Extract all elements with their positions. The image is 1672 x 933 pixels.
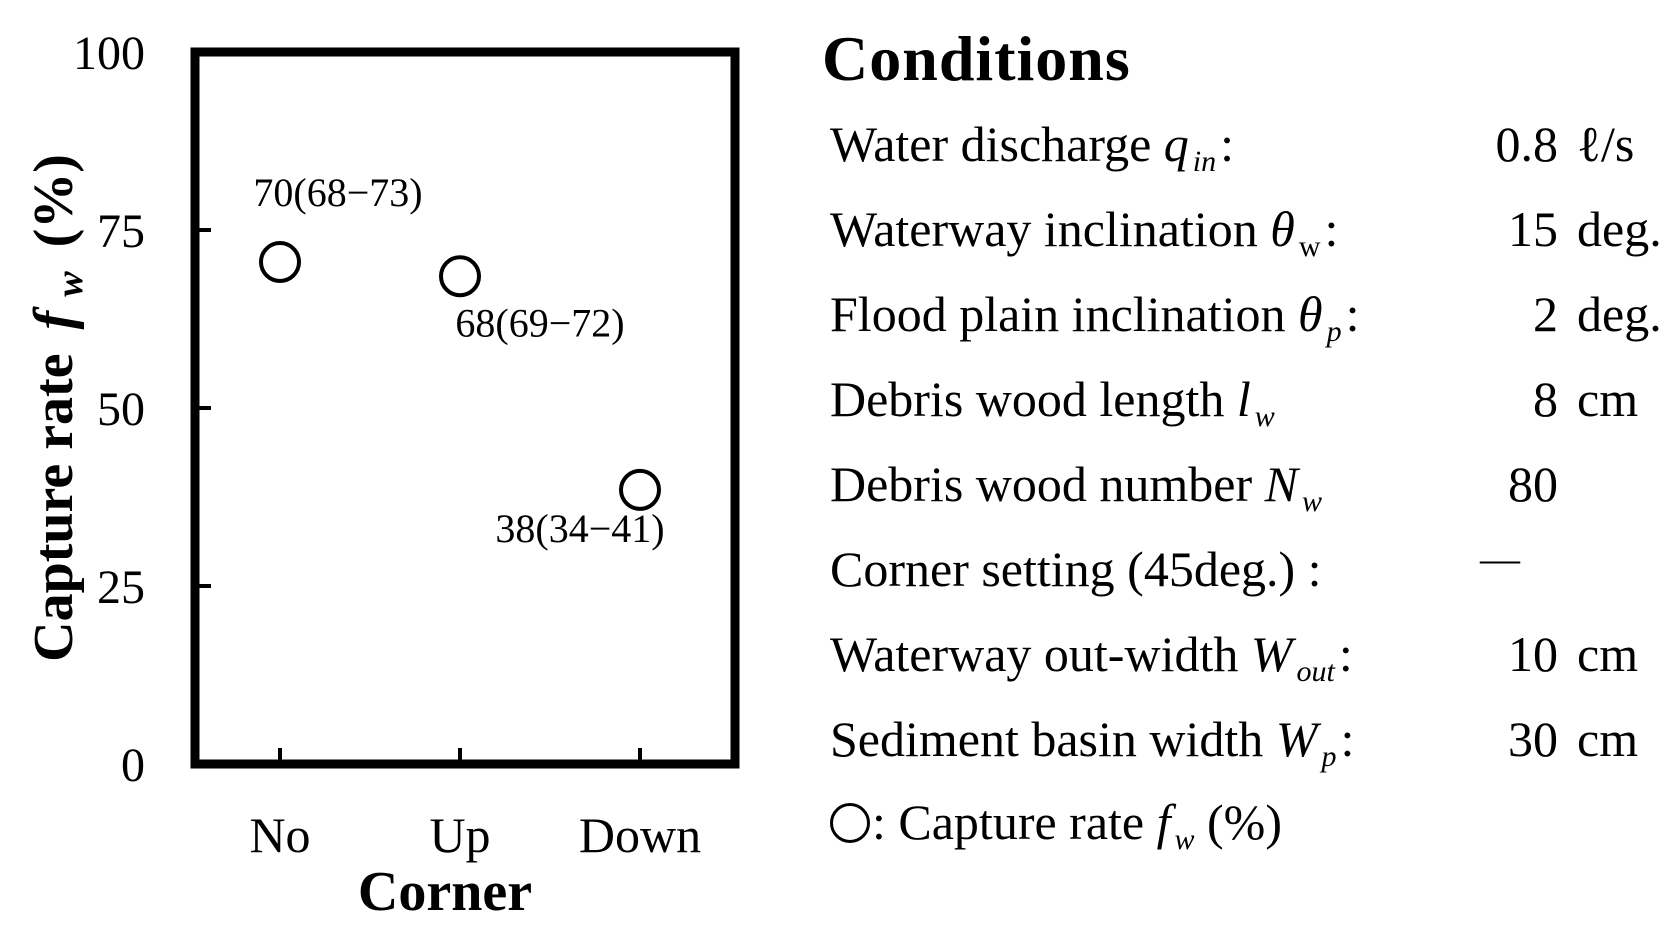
legend-text: : Capture rate	[872, 794, 1157, 850]
y-axis: 0 25 50 75 100	[73, 27, 211, 792]
y-tick-label: 100	[73, 27, 145, 80]
condition-unit: cm	[1577, 626, 1639, 682]
condition-label-text: Sediment basin width	[830, 711, 1276, 767]
condition-symbol: θ	[1298, 286, 1323, 342]
data-label-up: 68(69−72)	[455, 300, 624, 345]
y-axis-title-unit: (%)	[23, 154, 85, 247]
condition-label-text: Debris wood length	[830, 371, 1237, 427]
condition-unit: deg.	[1577, 201, 1662, 257]
condition-symbol: q	[1163, 116, 1189, 172]
x-axis: No Up Down	[249, 748, 701, 863]
data-point-down	[619, 468, 661, 511]
condition-subscript: w	[1254, 400, 1275, 433]
legend-symbol: f	[1156, 794, 1171, 850]
condition-colon: :	[1338, 626, 1353, 682]
capture-rate-chart: 0 25 50 75 100 No Up Down 70(68−73) 68(69−72) 38…	[23, 27, 740, 923]
plot-frame	[190, 47, 740, 769]
condition-symbol: W	[1250, 626, 1293, 682]
condition-label-text: Flood plain inclination	[830, 286, 1299, 342]
condition-value: 10	[1508, 626, 1558, 682]
condition-unit: cm	[1577, 371, 1639, 427]
legend-circle-marker	[830, 803, 870, 843]
y-axis-title: Capture rate f w (%)	[23, 154, 95, 662]
condition-colon: :	[1340, 711, 1355, 767]
condition-label: Corner setting (45deg.) :	[830, 533, 1322, 605]
data-point-no	[259, 241, 301, 284]
data-points	[259, 241, 661, 511]
data-point-up	[439, 255, 481, 298]
x-tick-label: Down	[579, 807, 701, 863]
condition-value: 15	[1508, 201, 1558, 257]
data-label-down: 38(34−41)	[495, 506, 664, 551]
condition-subscript: out	[1296, 655, 1335, 688]
condition-unit: ℓ/s	[1577, 116, 1635, 172]
condition-label-text: Debris wood number	[830, 456, 1265, 512]
condition-symbol: l	[1236, 371, 1251, 427]
condition-value: 80	[1508, 456, 1558, 512]
condition-value: —	[1480, 536, 1520, 581]
condition-value: 0.8	[1495, 116, 1559, 172]
condition-subscript: w	[1302, 485, 1323, 518]
condition-subscript: in	[1192, 145, 1217, 178]
y-axis-title-symbol: f	[23, 305, 85, 329]
condition-unit: cm	[1577, 711, 1639, 767]
condition-subscript: p	[1321, 740, 1337, 773]
condition-label-text: Waterway out-width	[830, 626, 1251, 682]
y-axis-title-subscript: w	[49, 271, 91, 297]
condition-label-text: Waterway inclination	[830, 201, 1271, 257]
data-labels: 70(68−73) 68(69−72) 38(34−41)	[253, 170, 664, 551]
condition-value: 30	[1508, 711, 1558, 767]
legend-unit: (%)	[1194, 794, 1282, 850]
legend-subscript: w	[1174, 823, 1195, 856]
condition-label-text: Water discharge	[830, 116, 1164, 172]
condition-colon: :	[1345, 286, 1360, 342]
condition-value: 8	[1533, 371, 1558, 427]
y-axis-title-main: Capture rate	[23, 353, 85, 661]
condition-symbol: θ	[1270, 201, 1295, 257]
x-tick-label: Up	[429, 807, 490, 863]
condition-colon: :	[1324, 201, 1339, 257]
condition-symbol: N	[1264, 456, 1299, 512]
x-axis-title: Corner	[358, 861, 532, 923]
y-tick-label: 25	[97, 561, 145, 614]
condition-label-text: Corner setting (45deg.) :	[830, 541, 1322, 597]
conditions-title: Conditions	[822, 23, 1131, 94]
condition-subscript: w	[1298, 230, 1321, 263]
condition-subscript: p	[1326, 315, 1342, 348]
y-tick-label: 50	[97, 383, 145, 436]
condition-colon: :	[1220, 116, 1235, 172]
condition-value: 2	[1533, 286, 1558, 342]
y-tick-label: 75	[97, 205, 145, 258]
condition-row: Corner setting (45deg.) : —	[830, 533, 1672, 605]
condition-unit: deg.	[1577, 286, 1662, 342]
x-tick-label: No	[249, 807, 310, 863]
data-label-no: 70(68−73)	[253, 170, 422, 215]
condition-symbol: W	[1275, 711, 1318, 767]
y-tick-label: 0	[121, 739, 145, 792]
